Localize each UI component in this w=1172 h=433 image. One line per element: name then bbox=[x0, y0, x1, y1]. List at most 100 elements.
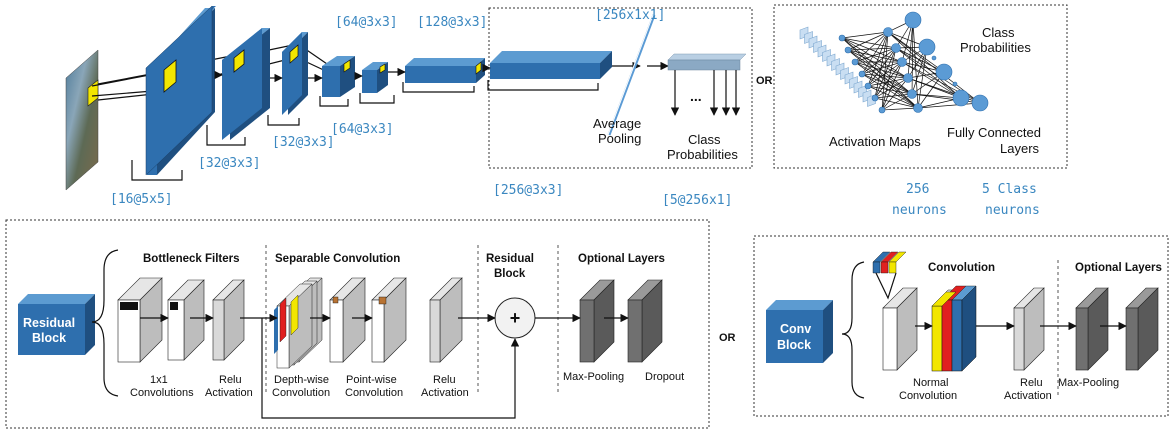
fc-neuron bbox=[844, 46, 852, 54]
depthwise-label-2: Convolution bbox=[272, 387, 330, 399]
fc-connection bbox=[881, 31, 889, 111]
conv-outer-box bbox=[753, 235, 1169, 417]
fc-connection bbox=[881, 93, 913, 111]
maxpool-label: Max-Pooling bbox=[563, 371, 624, 383]
convolution-title: Convolution bbox=[928, 262, 995, 274]
normal-conv-label-2: Convolution bbox=[899, 390, 957, 402]
dim-64-3x3-b: [64@3x3] bbox=[331, 122, 394, 137]
dim-256x1x1: [256x1x1] bbox=[595, 8, 665, 23]
fc-neuron bbox=[952, 81, 958, 87]
dropout-plane bbox=[627, 279, 663, 363]
dim-256-3x3: [256@3x3] bbox=[493, 183, 563, 198]
conv1x1-label: 1x1 bbox=[150, 374, 168, 386]
fc-connection bbox=[912, 19, 919, 109]
conv-layer-4 bbox=[322, 56, 355, 97]
fc-neuron bbox=[903, 73, 913, 83]
conv-maxpool-plane-2 bbox=[1125, 287, 1159, 371]
separable-title: Separable Convolution bbox=[275, 253, 400, 265]
bottleneck-title: Bottleneck Filters bbox=[143, 253, 240, 265]
dim-16-5x5: [16@5x5] bbox=[110, 192, 173, 207]
residual-outer-box bbox=[5, 219, 710, 429]
fc-neuron bbox=[907, 89, 917, 99]
conv-output-volume bbox=[931, 285, 977, 372]
average-pooling-line bbox=[607, 14, 656, 136]
neurons-5-class: 5 Class bbox=[982, 182, 1037, 197]
fc-class-probabilities: Class bbox=[982, 25, 1015, 40]
conv-maxpool-label: Max-Pooling bbox=[1058, 377, 1119, 389]
fc-connection bbox=[895, 47, 945, 73]
conv-layer-1 bbox=[145, 5, 216, 176]
fc-connection bbox=[887, 31, 945, 73]
fc-connection bbox=[881, 47, 897, 111]
fc-connection bbox=[861, 73, 913, 95]
conv-block-cube bbox=[766, 300, 833, 363]
fc-connection bbox=[867, 31, 889, 87]
maxpool-plane bbox=[579, 279, 615, 363]
fc-layers: Layers bbox=[1000, 141, 1040, 156]
depthwise-stack bbox=[274, 277, 323, 369]
conv-layer-6 bbox=[405, 58, 485, 83]
residual-title: Residual bbox=[486, 253, 534, 265]
middle-or-label: OR bbox=[719, 332, 736, 344]
fc-connection bbox=[901, 61, 962, 99]
bottleneck-plane-1 bbox=[117, 277, 163, 363]
fc-neuron bbox=[971, 94, 989, 112]
dimension-brackets bbox=[131, 80, 599, 181]
dim-128-3x3: [128@3x3] bbox=[417, 15, 487, 30]
fc-connection bbox=[867, 47, 897, 87]
relu1-label: Relu bbox=[219, 374, 242, 386]
fc-connection bbox=[861, 31, 889, 75]
conv-filter-kernels bbox=[872, 251, 907, 300]
fc-connection bbox=[874, 47, 897, 99]
fc-connection bbox=[874, 97, 919, 109]
relu1-label-2: Activation bbox=[205, 387, 253, 399]
fc-connection bbox=[861, 47, 897, 75]
conv-block-label-2: Block bbox=[777, 338, 811, 352]
conv-layer-7 bbox=[490, 51, 612, 79]
conv-relu-plane bbox=[1013, 287, 1045, 371]
conv1x1-label-2: Convolutions bbox=[130, 387, 194, 399]
fc-neuron bbox=[897, 57, 907, 67]
pointwise-label: Point-wise bbox=[346, 374, 397, 386]
fc-fully-connected: Fully Connected bbox=[947, 125, 1041, 140]
plus-sign: + bbox=[510, 308, 521, 328]
conv-maxpool-plane bbox=[1075, 287, 1109, 371]
conv-relu-label: Relu bbox=[1020, 377, 1043, 389]
fc-connection bbox=[881, 77, 909, 111]
neurons-5-class-2: neurons bbox=[985, 203, 1040, 218]
conv-brace bbox=[841, 261, 865, 399]
neurons-256: 256 bbox=[906, 182, 929, 197]
optional-title: Optional Layers bbox=[578, 253, 665, 265]
fc-neuron bbox=[891, 43, 901, 53]
dim-32-3x3-b: [32@3x3] bbox=[272, 135, 335, 150]
relu-plane-2 bbox=[429, 277, 463, 363]
fc-connection bbox=[861, 73, 909, 79]
fc-connection bbox=[854, 61, 919, 109]
fc-connection bbox=[917, 102, 981, 109]
fc-neuron bbox=[883, 27, 893, 37]
fc-connection bbox=[881, 107, 919, 111]
bottleneck-plane-2 bbox=[167, 279, 205, 361]
conv-optional-title: Optional Layers bbox=[1075, 262, 1162, 274]
input-image bbox=[65, 49, 99, 191]
fc-neuron bbox=[838, 34, 846, 42]
output-ellipsis: ... bbox=[690, 88, 702, 104]
dim-32-3x3-a: [32@3x3] bbox=[198, 156, 261, 171]
fc-network bbox=[799, 11, 989, 114]
conv-input-plane bbox=[882, 287, 918, 371]
average-pooling-label: Average bbox=[593, 116, 641, 131]
output-vector bbox=[667, 53, 747, 116]
fc-neuron bbox=[864, 82, 872, 90]
dim-5-256x1: [5@256x1] bbox=[662, 193, 732, 208]
fc-connection bbox=[847, 49, 909, 79]
fc-neuron bbox=[935, 63, 953, 81]
class-probabilities-label: Class bbox=[688, 132, 721, 147]
fc-nodes bbox=[838, 11, 989, 114]
fc-neuron bbox=[878, 106, 886, 114]
conv-block-diagram: Conv Block Convolution Optional Layers bbox=[753, 235, 1169, 417]
fc-connection bbox=[847, 31, 889, 51]
class-probabilities-label-2: Probabilities bbox=[667, 147, 738, 162]
fc-connection bbox=[911, 19, 914, 95]
fc-connection bbox=[917, 46, 928, 109]
